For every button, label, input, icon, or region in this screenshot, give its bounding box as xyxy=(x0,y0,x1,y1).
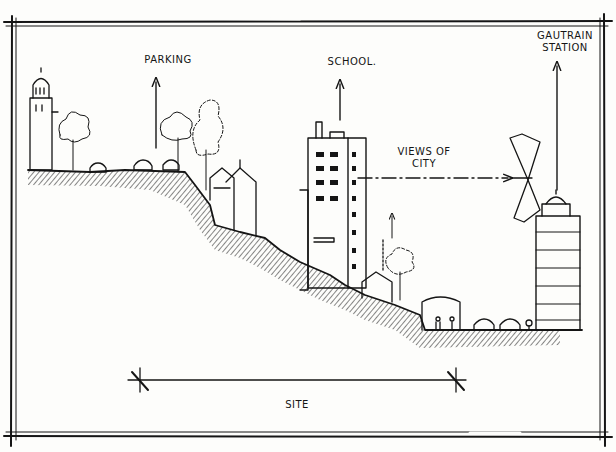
callout-label: SITE xyxy=(257,399,337,411)
frame xyxy=(4,14,612,446)
callout-label: GAUTRAIN STATION xyxy=(532,30,598,54)
trees xyxy=(59,100,414,300)
leader-arrows xyxy=(156,66,557,238)
houses xyxy=(210,160,392,302)
callout-label: SCHOOL. xyxy=(307,56,397,68)
callout-label: VIEWS OF CITY xyxy=(392,146,456,170)
ground-line xyxy=(28,170,582,330)
low-building xyxy=(422,297,460,330)
station-building xyxy=(536,190,580,330)
view-fan xyxy=(510,134,540,222)
callout-label: PARKING xyxy=(123,54,213,66)
site-dimension xyxy=(128,368,466,392)
left-tower xyxy=(30,68,58,170)
cars xyxy=(90,160,532,330)
school-tower xyxy=(300,122,366,290)
